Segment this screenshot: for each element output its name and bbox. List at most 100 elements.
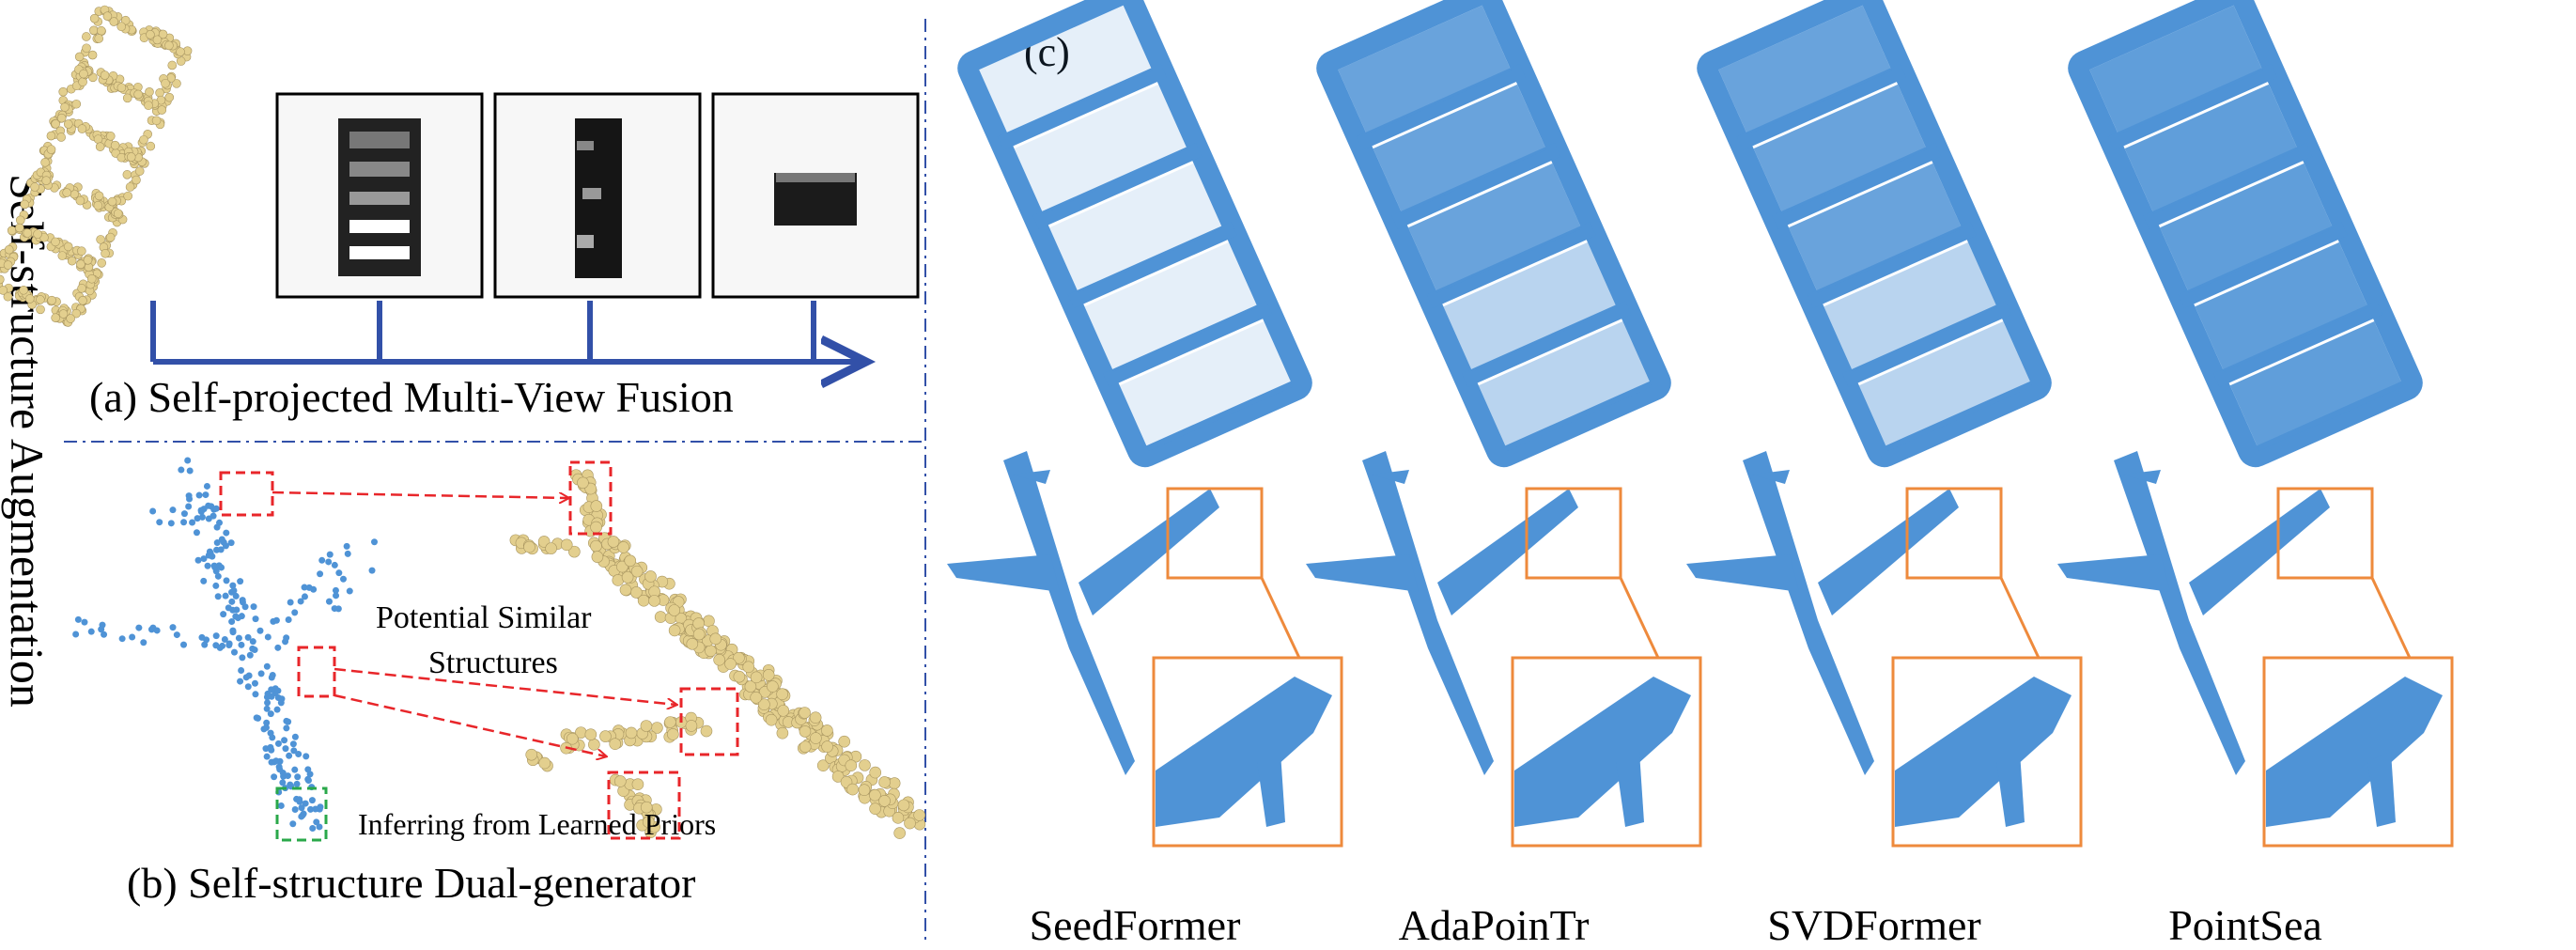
projection-view-3 bbox=[711, 92, 920, 299]
point bbox=[370, 538, 378, 546]
point bbox=[225, 641, 233, 648]
result-column-pointsea bbox=[2057, 0, 2454, 848]
point bbox=[246, 651, 254, 659]
point bbox=[101, 248, 110, 258]
point bbox=[33, 229, 42, 239]
point bbox=[74, 615, 82, 623]
point bbox=[180, 641, 188, 648]
point bbox=[228, 618, 236, 626]
point bbox=[152, 35, 163, 45]
point bbox=[227, 539, 235, 547]
annotation-similar-line2: Structures bbox=[428, 646, 558, 680]
point bbox=[334, 605, 342, 613]
point bbox=[742, 661, 755, 674]
point bbox=[229, 606, 237, 614]
point bbox=[331, 561, 338, 568]
point bbox=[744, 680, 757, 693]
point bbox=[692, 628, 706, 641]
point bbox=[221, 636, 228, 644]
point bbox=[36, 304, 45, 315]
point bbox=[220, 611, 227, 618]
point bbox=[75, 195, 85, 206]
point bbox=[140, 639, 147, 646]
point bbox=[252, 691, 259, 698]
point bbox=[212, 582, 220, 589]
point bbox=[46, 145, 56, 154]
point bbox=[0, 274, 5, 285]
point bbox=[304, 777, 312, 785]
result-column-svdformer bbox=[1686, 0, 2083, 848]
point bbox=[776, 726, 789, 740]
point bbox=[211, 564, 219, 571]
point bbox=[293, 780, 301, 787]
point bbox=[82, 32, 91, 41]
airplane-completion bbox=[947, 451, 1343, 848]
point bbox=[251, 646, 258, 654]
point bbox=[343, 542, 350, 550]
point bbox=[203, 482, 210, 490]
point bbox=[267, 710, 274, 718]
panel-b-caption: (b) Self-structure Dual-generator bbox=[127, 859, 695, 907]
method-label-adapointr: AdaPoinTr bbox=[1399, 901, 1590, 949]
point bbox=[67, 256, 77, 266]
point bbox=[222, 542, 229, 550]
point bbox=[62, 188, 71, 197]
point bbox=[637, 594, 650, 607]
point bbox=[144, 101, 153, 111]
point bbox=[30, 182, 39, 192]
point bbox=[845, 759, 858, 772]
point bbox=[217, 546, 225, 553]
point bbox=[100, 70, 110, 80]
point bbox=[294, 773, 302, 781]
point bbox=[277, 802, 285, 809]
point bbox=[344, 550, 351, 557]
point bbox=[291, 733, 299, 740]
point bbox=[705, 645, 717, 658]
point bbox=[607, 536, 620, 548]
point bbox=[799, 725, 812, 738]
ladder-completion bbox=[1697, 0, 2052, 468]
point bbox=[282, 745, 289, 753]
point bbox=[77, 124, 87, 133]
point bbox=[4, 244, 14, 255]
point bbox=[750, 671, 763, 684]
point bbox=[630, 565, 644, 578]
point bbox=[96, 235, 105, 244]
point bbox=[264, 699, 272, 707]
point bbox=[297, 598, 304, 605]
point bbox=[146, 141, 156, 151]
point bbox=[172, 79, 181, 88]
point bbox=[777, 705, 790, 717]
point bbox=[584, 728, 597, 740]
partial-plane-point-cloud bbox=[72, 457, 378, 833]
result-column-seedformer bbox=[947, 0, 1343, 848]
point bbox=[257, 670, 265, 677]
point bbox=[765, 713, 778, 726]
point bbox=[897, 799, 910, 812]
point bbox=[82, 43, 91, 54]
point bbox=[167, 60, 178, 70]
point bbox=[888, 777, 901, 789]
point bbox=[274, 644, 282, 651]
point bbox=[368, 567, 376, 574]
point bbox=[252, 615, 259, 623]
point bbox=[588, 739, 600, 751]
point bbox=[86, 273, 97, 284]
point bbox=[194, 515, 201, 522]
point bbox=[41, 176, 51, 185]
point bbox=[123, 191, 132, 201]
point bbox=[332, 586, 339, 594]
point bbox=[250, 603, 257, 611]
point bbox=[609, 738, 622, 750]
point bbox=[95, 142, 105, 151]
point bbox=[640, 801, 653, 814]
point bbox=[228, 598, 236, 605]
point bbox=[3, 291, 13, 302]
point bbox=[272, 757, 280, 765]
point bbox=[180, 519, 188, 526]
point bbox=[19, 285, 28, 295]
point bbox=[161, 78, 170, 88]
point bbox=[268, 686, 275, 693]
point bbox=[268, 674, 275, 681]
point bbox=[122, 170, 132, 179]
